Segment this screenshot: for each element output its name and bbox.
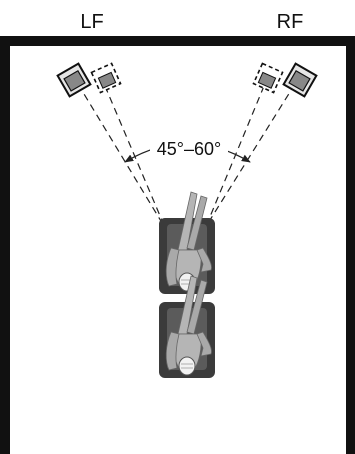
left-outer-line — [77, 83, 171, 237]
right-front-label: RF — [277, 11, 304, 33]
left-inner-line — [104, 85, 184, 271]
speaker-icon — [90, 62, 122, 94]
speaker-icon — [282, 62, 318, 98]
speaker-icon — [56, 62, 92, 98]
right-inner-line — [187, 85, 265, 271]
left-front-label: LF — [80, 11, 103, 33]
angle-label-bg — [150, 138, 228, 160]
angle-label: 45°–60° — [157, 139, 221, 159]
